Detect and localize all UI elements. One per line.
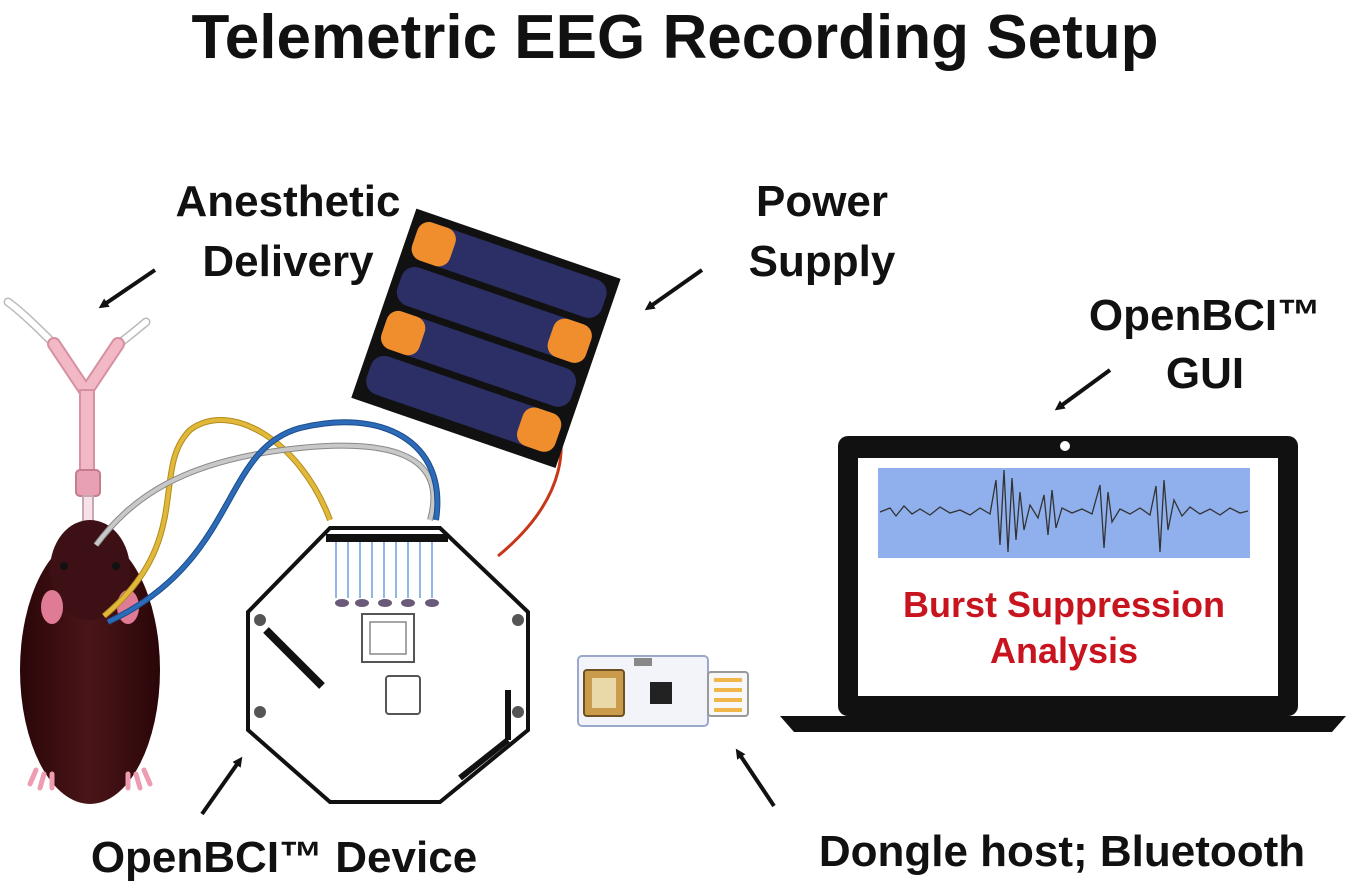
analysis-line1: Burst Suppression [903,584,1225,625]
openbci-board-icon [246,526,530,804]
arrow-power [644,268,704,311]
usb-dongle-icon [577,655,749,727]
label-gui-line2: GUI [1166,349,1244,398]
label-anesthetic-line2: Delivery [202,237,374,286]
label-power-line2: Supply [749,237,896,286]
label-anesthetic-line1: Anesthetic [176,177,401,226]
battery-pack-icon [351,208,621,469]
arrow-gui [1054,368,1112,411]
label-gui-line1: OpenBCI™ [1089,291,1321,340]
arrow-anesthetic [98,268,157,309]
analysis-line2: Analysis [990,630,1138,671]
label-power-line1: Power [756,177,888,226]
arrow-device [200,756,243,816]
arrow-dongle [735,748,776,808]
eeg-trace [879,469,1249,553]
anesthetic-tube-icon [3,297,151,543]
label-device: OpenBCI™ Device [91,833,477,882]
mouse-icon [20,520,160,804]
laptop-icon: Burst Suppression Analysis [780,436,1346,732]
page-title: Telemetric EEG Recording Setup [192,3,1159,72]
eeg-panel [878,468,1250,558]
label-dongle: Dongle host; Bluetooth [819,827,1305,876]
